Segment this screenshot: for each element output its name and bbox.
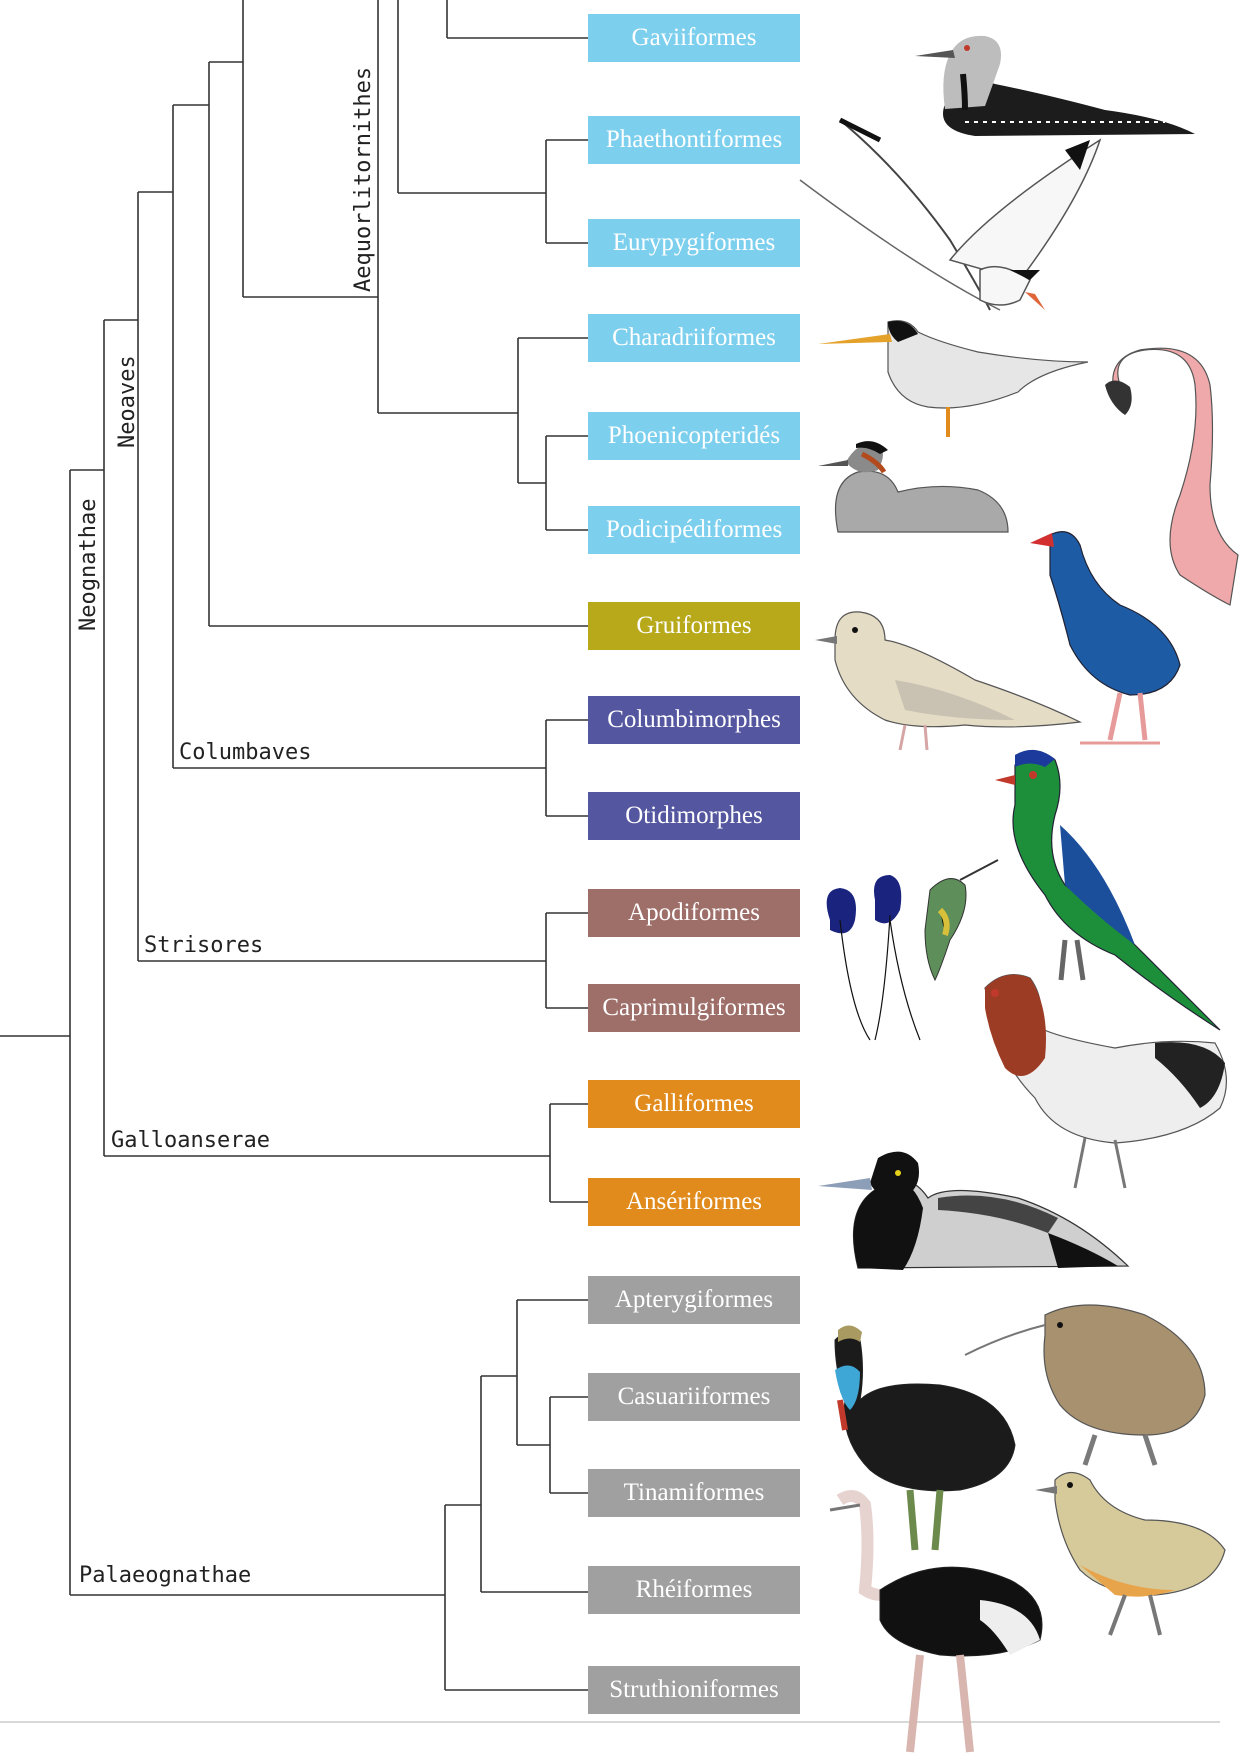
cassowary-illustration [820,1325,1020,1564]
order-apodiformes: Apodiformes [588,889,800,937]
clade-label-palaeognathae: Palaeognathae [79,1563,252,1588]
ostrich-illustration [820,1490,1050,1756]
clade-label-neognathae: Neognathae [76,498,101,631]
clade-label-columbaves: Columbaves [179,740,312,765]
order-gaviiformes: Gaviiformes [588,14,800,62]
order-phaethontiformes: Phaethontiformes [588,116,800,164]
duck-illustration [818,1138,1130,1282]
order-columbimorphes: Columbimorphes [588,696,800,744]
dove-illustration [815,600,1085,764]
order-phoenicopterides: Phoenicopteridés [588,412,800,460]
tropicbird-illustration [799,110,1110,354]
order-galliformes: Galliformes [588,1080,800,1128]
clade-label-galloanserae: Galloanserae [111,1128,270,1153]
order-eurypygiformes: Eurypygiformes [588,219,800,267]
order-rheiformes: Rhéiformes [588,1566,800,1614]
order-otidimorphes: Otidimorphes [588,792,800,840]
turaco-illustration [985,745,1225,1039]
order-caprimulgiformes: Caprimulgiformes [588,984,800,1032]
kiwi-illustration [964,1295,1215,1479]
tern-illustration [818,312,1098,446]
hummingbird-illustration [800,859,1000,1064]
order-casuariiformes: Casuariiformes [588,1373,800,1421]
grebe-illustration [818,432,1018,546]
swamphen-illustration [1020,515,1200,749]
order-tinamiformes: Tinamiformes [588,1469,800,1517]
order-struthioniformes: Struthioniformes [588,1666,800,1714]
loon-illustration [905,14,1205,148]
clade-label-neoaves: Neoaves [115,355,140,448]
order-anseriformes: Ansériformes [588,1178,800,1226]
order-apterygiformes: Apterygiformes [588,1276,800,1324]
grouse-illustration [965,968,1235,1212]
order-podicipediformes: Podicipédiformes [588,506,800,554]
order-gruiformes: Gruiformes [588,602,800,650]
order-charadriiformes: Charadriiformes [588,314,800,362]
flamingo-illustration [1100,345,1240,619]
tinamou-illustration [1035,1460,1235,1644]
clade-label-strisores: Strisores [144,933,264,958]
clade-label-aequorlitornithes: Aequorlitornithes [351,66,376,292]
